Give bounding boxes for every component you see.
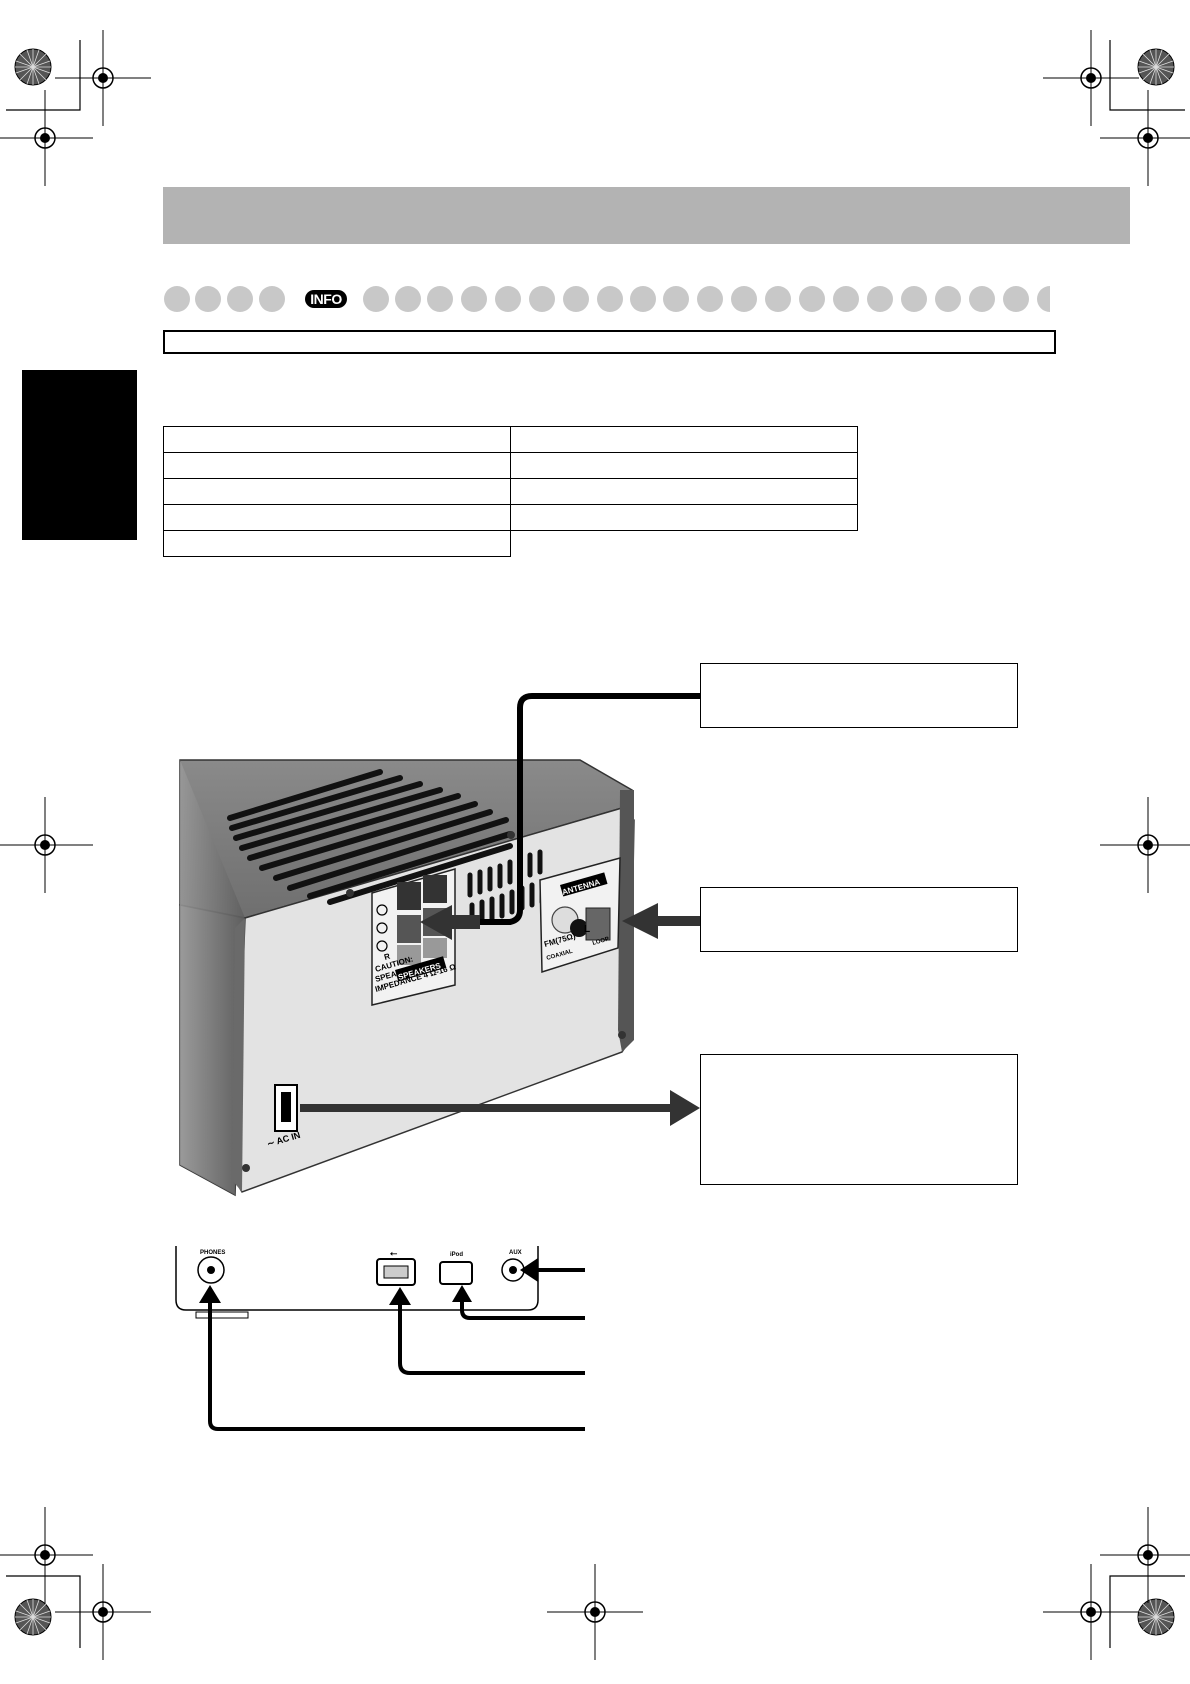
table-cell	[510, 478, 858, 505]
ipod-label: iPod	[450, 1252, 463, 1258]
loop-label: LOOP	[592, 936, 610, 946]
aux-label: AUX	[509, 1250, 522, 1256]
info-badge: INFO	[305, 290, 347, 308]
section-dot-row: INFO	[0, 0, 1190, 320]
notice-box	[163, 330, 1056, 354]
speakers-r-label: R	[383, 952, 391, 962]
table-row	[163, 530, 858, 557]
side-language-tab	[22, 370, 137, 540]
dot-row-graphic	[164, 286, 1050, 312]
table-cell	[163, 530, 511, 557]
phones-label: PHONES	[200, 1250, 225, 1256]
speakers-callout-box	[700, 663, 1018, 728]
spec-table	[163, 426, 858, 557]
table-cell	[163, 478, 511, 505]
table-row	[163, 478, 858, 505]
am-l-label: L	[584, 924, 590, 935]
antenna-callout-box	[700, 887, 1018, 952]
table-row	[163, 426, 858, 453]
table-cell	[510, 504, 858, 531]
header-band	[163, 187, 1130, 244]
ac-in-callout-box	[700, 1054, 1018, 1185]
table-cell	[163, 426, 511, 453]
usb-icon: ⭠	[390, 1248, 398, 1258]
table-row	[163, 452, 858, 479]
ipod-port[interactable]	[439, 1261, 473, 1285]
table-row	[163, 504, 858, 531]
